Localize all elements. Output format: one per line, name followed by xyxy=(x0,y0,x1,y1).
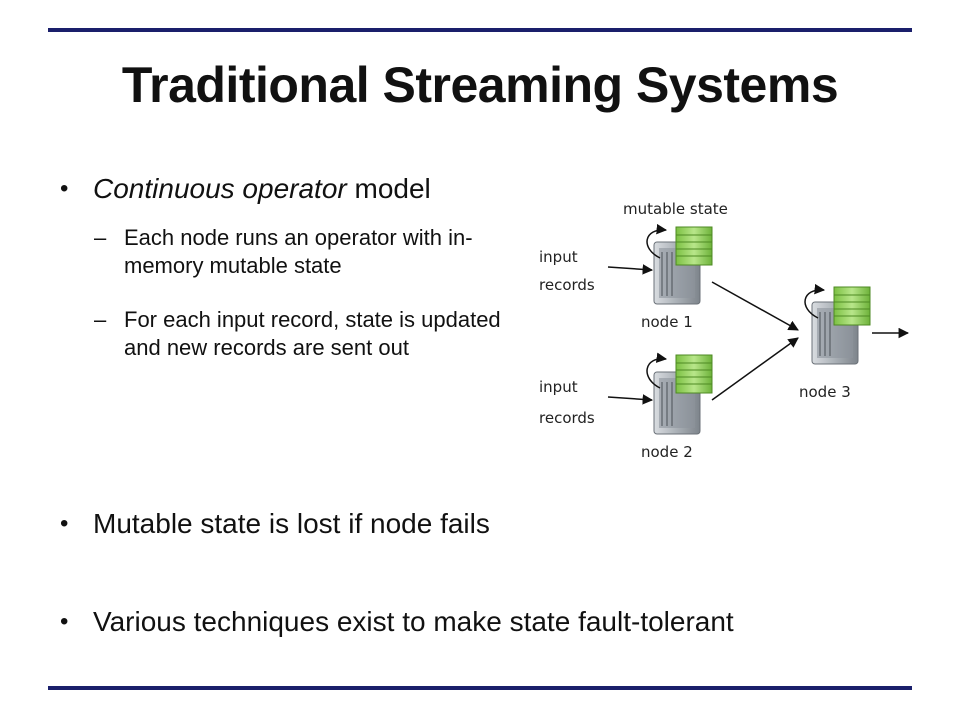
mutable-state-icon xyxy=(675,226,713,266)
top-rule xyxy=(48,28,912,32)
subbullet-input-record: – For each input record, state is update… xyxy=(94,306,524,362)
self-loop-arrow xyxy=(646,352,668,389)
node-1-label: node 1 xyxy=(641,313,693,331)
bullet-text: Mutable state is lost if node fails xyxy=(93,508,490,539)
input-label-2-line1: input xyxy=(539,378,578,396)
subbullet-each-node: – Each node runs an operator with in-mem… xyxy=(94,224,524,280)
bullet-italic-text: Continuous operator xyxy=(93,173,347,204)
bullet-dot: • xyxy=(60,175,69,202)
input-label-1-line2: records xyxy=(539,276,595,294)
bullet-dot: • xyxy=(60,608,69,635)
bullet-text: model xyxy=(346,173,431,204)
input-arrow-2 xyxy=(607,394,654,405)
subbullet-text: For each input record, state is updated … xyxy=(124,307,501,360)
mutable-state-icon xyxy=(833,286,871,326)
input-label-2-line2: records xyxy=(539,409,595,427)
subbullet-dash: – xyxy=(94,225,107,250)
subbullet-dash: – xyxy=(94,307,107,332)
mutable-state-label: mutable state xyxy=(623,200,728,218)
bottom-rule xyxy=(48,686,912,690)
node1-to-node3-arrow xyxy=(711,281,799,331)
node-2-label: node 2 xyxy=(641,443,693,461)
subbullet-text: Each node runs an operator with in-memor… xyxy=(124,225,473,278)
node2-to-node3-arrow xyxy=(711,337,799,401)
mutable-state-icon xyxy=(675,354,713,394)
bullet-continuous-operator: • Continuous operator model xyxy=(60,171,431,207)
self-loop-arrow xyxy=(804,283,826,319)
bullet-state-lost: • Mutable state is lost if node fails xyxy=(60,506,490,542)
node-1 xyxy=(646,223,713,305)
bullet-dot: • xyxy=(60,510,69,537)
slide-title: Traditional Streaming Systems xyxy=(121,57,839,113)
self-loop-arrow xyxy=(646,223,668,259)
bullet-fault-tolerant: • Various techniques exist to make state… xyxy=(60,604,734,640)
node-3-label: node 3 xyxy=(799,383,851,401)
bullet-text: Various techniques exist to make state f… xyxy=(93,606,734,637)
input-arrow-1 xyxy=(607,264,654,275)
node-3 xyxy=(804,283,871,365)
input-label-1-line1: input xyxy=(539,248,578,266)
node-2 xyxy=(646,352,713,435)
